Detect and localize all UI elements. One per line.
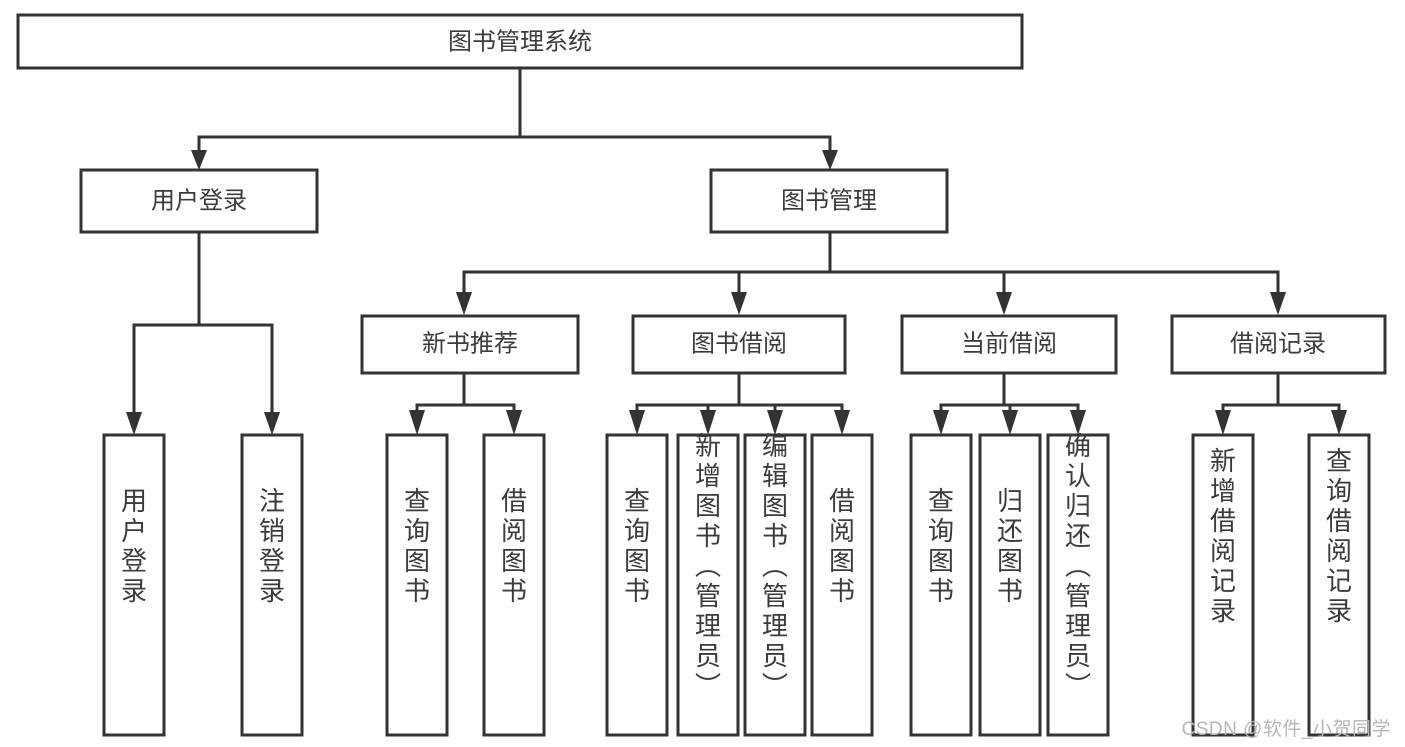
arrow-head-leaf-borrow-1 bbox=[629, 410, 645, 435]
node-borrow-record[interactable]: 借阅记录 bbox=[1170, 314, 1387, 375]
leaf-new-book-query[interactable]: 查询图书 bbox=[385, 433, 449, 737]
leaf-label: 新增借阅记录 bbox=[1210, 446, 1236, 626]
leaf-current-confirm-return[interactable]: 确认归还︵管理员︶ bbox=[1046, 431, 1110, 737]
node-book-borrow-label: 图书借阅 bbox=[691, 330, 787, 357]
leaf-box bbox=[482, 433, 546, 737]
leaf-box bbox=[810, 433, 874, 737]
leaf-borrow-edit-book[interactable]: 编辑图书︵管理员︶ bbox=[743, 431, 807, 737]
node-book-manage-label: 图书管理 bbox=[781, 187, 877, 214]
arrow-head-leaf-current-3 bbox=[1070, 410, 1086, 435]
leaf-user-login-login[interactable]: 用户登录 bbox=[102, 433, 166, 737]
leaf-box bbox=[978, 433, 1042, 737]
leaf-label: 归还图书 bbox=[997, 486, 1023, 606]
arrow-head-book-manage bbox=[822, 150, 838, 170]
leaf-box bbox=[743, 433, 807, 737]
leaf-label: 确认归还︵管理员︶ bbox=[1065, 431, 1091, 701]
node-book-manage[interactable]: 图书管理 bbox=[709, 168, 949, 234]
node-new-book-recommend[interactable]: 新书推荐 bbox=[360, 314, 580, 375]
leaf-box bbox=[676, 433, 740, 737]
leaf-box bbox=[240, 433, 304, 737]
node-user-login-label: 用户登录 bbox=[151, 187, 247, 214]
node-new-book-recommend-box bbox=[360, 314, 580, 375]
leaf-user-login-logout[interactable]: 注销登录 bbox=[240, 433, 304, 737]
arrow-head-leaf-record-1 bbox=[1215, 410, 1231, 435]
leaf-label: 借阅图书 bbox=[501, 486, 527, 606]
node-root-label: 图书管理系统 bbox=[448, 28, 592, 55]
arrow-head-leaf-newbook-2 bbox=[506, 410, 522, 435]
leaf-label: 查询图书 bbox=[928, 486, 954, 606]
node-book-borrow-box bbox=[631, 314, 847, 375]
leaf-borrow-query-book[interactable]: 查询图书 bbox=[605, 433, 669, 737]
leaf-box bbox=[102, 433, 166, 737]
arrow-head-l3-3 bbox=[996, 292, 1012, 315]
arrow-head-leaf-current-1 bbox=[933, 410, 949, 435]
leaf-borrow-borrow-book[interactable]: 借阅图书 bbox=[810, 433, 874, 737]
arrow-head-leaf-user-1 bbox=[126, 412, 142, 435]
arrow-head-leaf-newbook-1 bbox=[409, 410, 425, 435]
leaf-box bbox=[1191, 433, 1255, 737]
node-user-login[interactable]: 用户登录 bbox=[79, 168, 319, 234]
leaf-current-query-book[interactable]: 查询图书 bbox=[909, 433, 973, 737]
node-book-manage-box bbox=[709, 168, 949, 234]
node-borrow-record-label: 借阅记录 bbox=[1230, 330, 1326, 357]
node-current-borrow-box bbox=[900, 314, 1118, 375]
arrow-head-leaf-borrow-2 bbox=[700, 410, 716, 435]
leaf-box bbox=[385, 433, 449, 737]
node-root-system[interactable]: 图书管理系统 bbox=[16, 13, 1024, 70]
csdn-watermark: CSDN @软件_小贺同学 bbox=[1181, 719, 1391, 740]
leaf-record-add[interactable]: 新增借阅记录 bbox=[1191, 433, 1255, 737]
leaf-borrow-add-book[interactable]: 新增图书︵管理员︶ bbox=[676, 431, 740, 737]
leaf-label: 借阅图书 bbox=[829, 486, 855, 606]
arrow-head-user-login bbox=[191, 150, 207, 170]
arrow-head-l3-4 bbox=[1270, 292, 1286, 315]
node-user-login-box bbox=[79, 168, 319, 234]
leaf-box bbox=[909, 433, 973, 737]
leaf-box bbox=[605, 433, 669, 737]
leaf-box bbox=[1307, 433, 1371, 737]
node-new-book-recommend-label: 新书推荐 bbox=[422, 330, 518, 357]
leaf-label: 查询图书 bbox=[624, 486, 650, 606]
node-current-borrow-label: 当前借阅 bbox=[961, 330, 1057, 357]
leaf-label: 编辑图书︵管理员︶ bbox=[762, 431, 788, 701]
node-root-box bbox=[16, 13, 1024, 70]
leaf-label: 注销登录 bbox=[259, 486, 285, 606]
arrow-head-l3-1 bbox=[456, 292, 472, 315]
leaf-label: 用户登录 bbox=[121, 486, 147, 606]
leaf-label: 查询借阅记录 bbox=[1326, 446, 1352, 626]
leaf-label: 查询图书 bbox=[404, 486, 430, 606]
leaf-new-book-borrow[interactable]: 借阅图书 bbox=[482, 433, 546, 737]
arrow-head-leaf-borrow-3 bbox=[767, 410, 783, 435]
leaf-record-query[interactable]: 查询借阅记录 bbox=[1307, 433, 1371, 737]
leaf-label: 新增图书︵管理员︶ bbox=[695, 431, 721, 701]
node-borrow-record-box bbox=[1170, 314, 1387, 375]
arrow-head-leaf-record-2 bbox=[1331, 410, 1347, 435]
node-book-borrow[interactable]: 图书借阅 bbox=[631, 314, 847, 375]
arrow-head-leaf-current-2 bbox=[1002, 410, 1018, 435]
leaf-box bbox=[1046, 433, 1110, 737]
node-current-borrow[interactable]: 当前借阅 bbox=[900, 314, 1118, 375]
arrow-head-l3-2 bbox=[731, 292, 747, 315]
arrow-head-leaf-borrow-4 bbox=[834, 410, 850, 435]
leaf-current-return-book[interactable]: 归还图书 bbox=[978, 433, 1042, 737]
connector-group bbox=[126, 66, 1347, 435]
arrow-head-leaf-user-2 bbox=[264, 412, 280, 435]
